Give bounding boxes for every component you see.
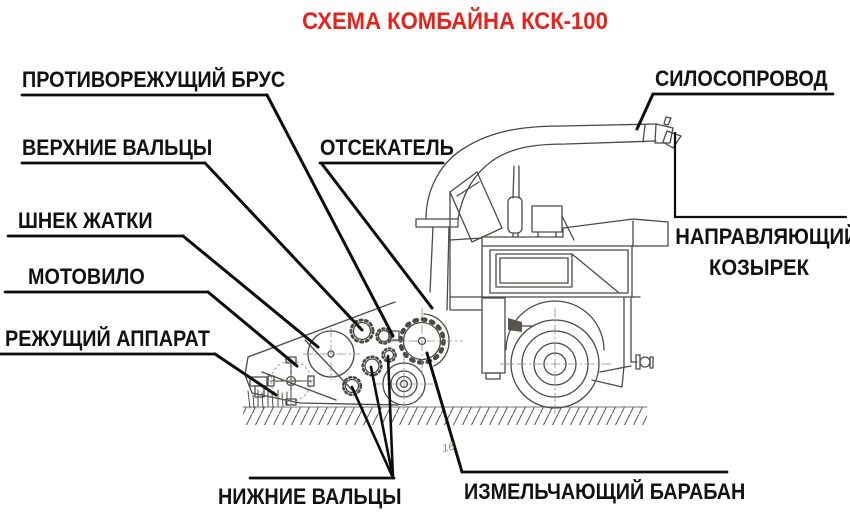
leader-silage-duct [635,92,655,131]
body-hood [449,218,669,388]
label-silage-duct: СИЛОСОПРОВОД [655,66,828,91]
label-header-auger: ШНЕК ЖАТКИ [18,208,153,233]
center-lines [265,307,615,415]
rear-hitch [630,354,654,370]
cab [449,171,503,243]
label-upper-rollers: ВЕРХНИЕ ВАЛЬЦЫ [22,135,213,160]
label-guide-visor: НАПРАВЛЯЮЩИЙ КОЗЫРЕК [675,222,850,284]
label-cutting-unit: РЕЖУЩИЙ АППАРАТ [5,326,210,351]
guide-visor [662,130,682,149]
drum-duct [415,218,459,311]
label-cutoff-plate: ОТСЕКАТЕЛЬ [320,135,454,160]
leader-lower-rollers-2 [369,365,395,480]
leader-lower-rollers-3 [386,354,395,480]
leader-lower-rollers-1 [350,385,395,480]
leader-upper-rollers [203,161,364,332]
label-counter-cutting-bar: ПРОТИВОРЕЖУЩИЙ БРУС [22,67,286,92]
silage-pipe [425,116,674,220]
leader-cutoff-plate [320,162,434,310]
leader-chopper-drum [425,351,464,474]
chopper-drum [398,313,450,367]
label-chopper-drum: ИЗМЕЛЬЧАЮЩИЙ БАРАБАН [464,479,746,504]
label-lower-rollers: НИЖНИЕ ВАЛЬЦЫ [218,484,402,509]
label-guide-visor-line2: КОЗЫРЕК [709,254,809,280]
leader-counter-cutting-bar [265,93,395,338]
leader-reel [206,290,299,368]
label-reel: МОТОВИЛО [28,264,145,289]
leader-guide-visor [673,131,848,219]
label-guide-visor-line1: НАПРАВЛЯЮЩИЙ [675,224,850,249]
pencil-note: 16 [441,440,456,454]
engine-box [531,205,575,241]
exhaust-pipe [507,165,523,238]
diagram-title: СХЕМА КОМБАЙНА КСК-100 [302,8,608,35]
counter-cutting-bar [388,330,400,341]
leader-cutting-unit [213,352,278,397]
leader-header-auger [181,234,320,349]
wheel-fender [505,300,605,351]
combine-drawing [242,116,682,425]
frame-pillar [481,297,506,380]
bracket [508,318,533,332]
annotation-lines [0,92,848,480]
